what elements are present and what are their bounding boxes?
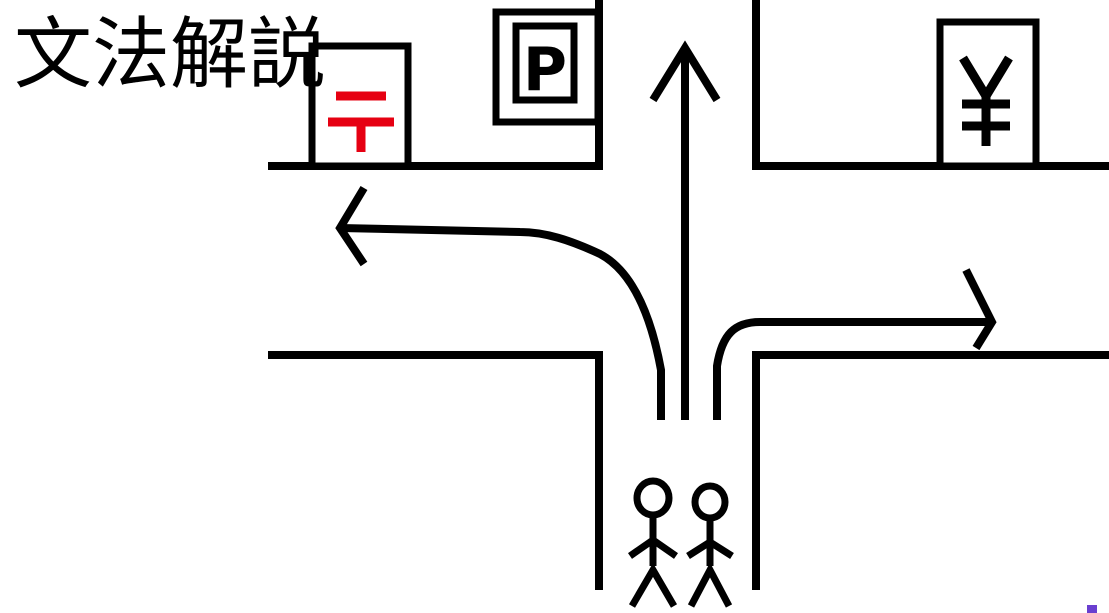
arrows	[340, 48, 992, 420]
parking-building: P	[496, 12, 598, 122]
pedestrian-right	[688, 486, 732, 606]
arrow-left-turn	[340, 188, 661, 420]
post-office-building	[312, 46, 408, 166]
pedestrian-left	[630, 481, 676, 606]
parking-icon: P	[523, 35, 567, 105]
page-title: 文法解説	[14, 16, 326, 94]
bank-building	[940, 22, 1036, 166]
corner-accent-mark	[1087, 603, 1101, 613]
pedestrian-icon	[630, 481, 732, 606]
